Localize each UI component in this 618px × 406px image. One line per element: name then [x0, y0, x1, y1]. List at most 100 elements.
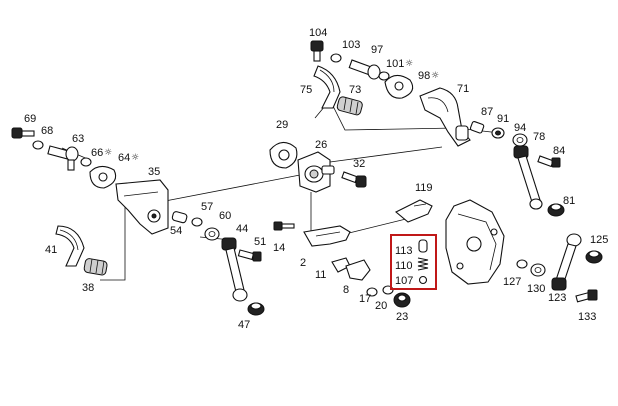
callout-71: 71	[457, 83, 469, 95]
callout-91: 91	[497, 113, 509, 125]
callout-32: 32	[353, 158, 365, 170]
bracket-8	[345, 259, 371, 281]
detent-group-highlight	[390, 234, 437, 290]
sleeve-73	[336, 96, 363, 116]
callout-17: 17	[359, 293, 371, 305]
bolt-51	[237, 249, 262, 262]
callout-35: 35	[148, 166, 160, 178]
callout-54: 54	[170, 225, 182, 237]
detent-plunger-113	[418, 239, 428, 253]
right-lower-group	[516, 233, 603, 303]
ring-60	[204, 227, 220, 241]
washer-68	[32, 140, 44, 150]
callout-68: 68	[41, 125, 53, 137]
housing-35	[115, 179, 169, 235]
bolt-133	[575, 289, 598, 303]
callout-103: 103	[342, 39, 360, 51]
callout-2: 2	[300, 257, 306, 269]
callout-98: 98	[418, 70, 430, 82]
star-icon-64: ☼	[131, 153, 139, 163]
ring-94	[512, 133, 528, 147]
bracket-2	[303, 225, 351, 247]
callout-63: 63	[72, 133, 84, 145]
ring-127	[516, 259, 528, 269]
pivot-63	[47, 145, 79, 171]
washer-17	[366, 287, 378, 297]
detent-spring-110	[417, 257, 429, 271]
bushing-81	[547, 203, 565, 217]
callout-94: 94	[514, 122, 526, 134]
callout-78: 78	[533, 131, 545, 143]
upper-shift-group	[310, 40, 471, 147]
callout-110: 110	[395, 260, 413, 272]
lever-123	[551, 233, 582, 291]
callout-labels: 104 103 97 101 ☼ 98 ☼ 75 73 71 87 91 94 …	[24, 27, 608, 331]
callout-81: 81	[563, 195, 575, 207]
callout-125: 125	[590, 234, 608, 246]
left-upper-group	[11, 127, 169, 235]
callout-51: 51	[254, 236, 266, 248]
lever-78	[513, 145, 543, 210]
nut-23	[393, 292, 411, 308]
bolt-84	[537, 155, 561, 168]
center-lower-group	[303, 199, 433, 308]
lever-44	[221, 237, 248, 302]
callout-75: 75	[300, 84, 312, 96]
callout-119: 119	[415, 182, 433, 194]
ring-57	[191, 217, 203, 227]
shift-fork-75	[313, 65, 341, 109]
callout-57: 57	[201, 201, 213, 213]
washer-103	[330, 53, 342, 63]
shift-fork-41	[55, 225, 85, 267]
bolt-104	[310, 40, 324, 62]
bushing-87	[469, 121, 485, 134]
sleeve-38	[83, 258, 108, 276]
callout-87: 87	[481, 106, 493, 118]
callout-38: 38	[82, 282, 94, 294]
callout-127: 127	[503, 276, 521, 288]
bolt-69	[11, 127, 35, 139]
bushing-54	[171, 211, 188, 224]
gasket-98	[384, 74, 414, 99]
bolt-32	[341, 171, 367, 188]
lower-left-group	[55, 225, 108, 276]
callout-60: 60	[219, 210, 231, 222]
callout-66: 66	[91, 147, 103, 159]
callout-23: 23	[396, 311, 408, 323]
bolt-14	[273, 221, 295, 231]
callout-26: 26	[315, 139, 327, 151]
callout-73: 73	[349, 84, 361, 96]
star-icon-66: ☼	[104, 148, 112, 158]
cover-housing	[445, 199, 505, 285]
highlight-box	[390, 234, 437, 290]
callout-97: 97	[371, 44, 383, 56]
callout-104: 104	[309, 27, 327, 39]
detent-ball-107	[418, 275, 428, 285]
callout-41: 41	[45, 244, 57, 256]
center-upper-group	[269, 141, 367, 193]
callout-44: 44	[236, 223, 248, 235]
gasket-64	[89, 165, 117, 189]
lever-119	[395, 199, 433, 223]
callout-29: 29	[276, 119, 288, 131]
callout-69: 69	[24, 113, 36, 125]
gasket-29	[269, 141, 298, 169]
bushing-47	[247, 302, 265, 316]
callout-130: 130	[527, 283, 545, 295]
callout-123: 123	[548, 292, 566, 304]
callout-84: 84	[553, 145, 565, 157]
callout-101: 101	[386, 58, 404, 70]
washer-66	[80, 157, 92, 167]
shaft-97	[348, 59, 381, 80]
callout-64: 64	[118, 152, 130, 164]
ring-130	[530, 263, 546, 277]
callout-11: 11	[315, 269, 326, 281]
callout-20: 20	[375, 300, 387, 312]
selector-housing-26	[297, 151, 335, 193]
callout-8: 8	[343, 284, 349, 296]
callout-47: 47	[238, 319, 250, 331]
star-icon-98: ☼	[431, 71, 439, 81]
star-icon-101: ☼	[405, 59, 413, 69]
callout-107: 107	[395, 275, 413, 287]
